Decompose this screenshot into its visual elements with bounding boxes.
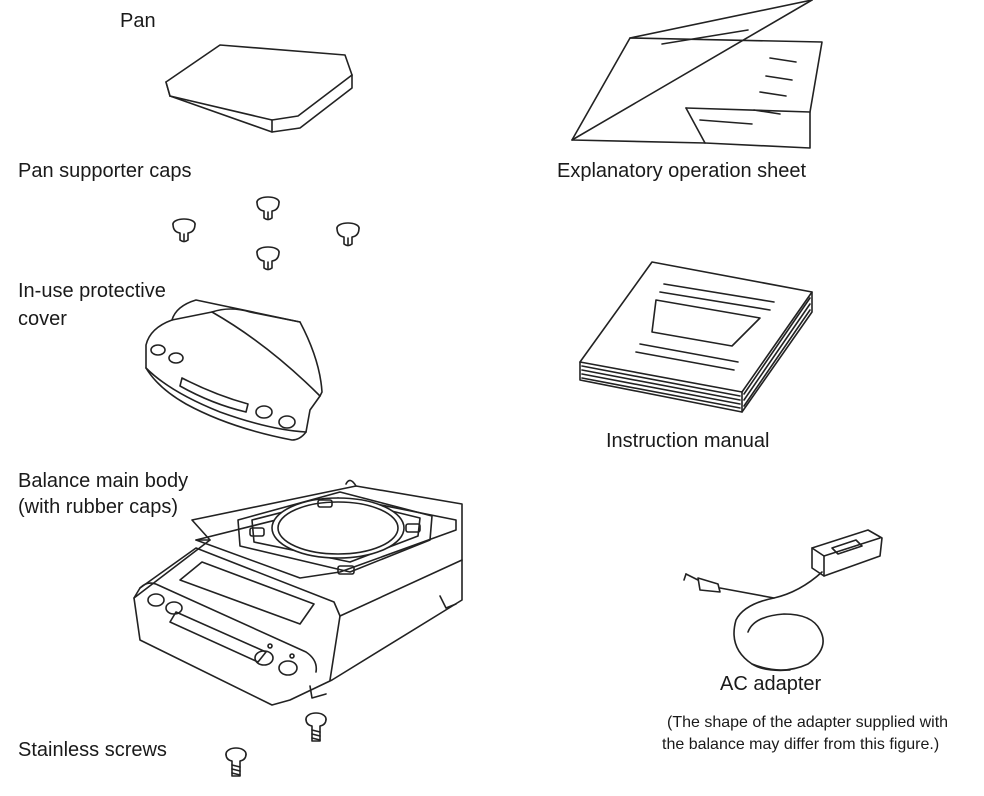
pan-supporter-cap bbox=[337, 223, 359, 246]
pan-illustration bbox=[166, 45, 352, 132]
stainless-screw bbox=[306, 713, 326, 741]
stainless-screws-label: Stainless screws bbox=[18, 739, 167, 761]
operation-sheet-illustration bbox=[572, 0, 822, 148]
stainless-screws-illustration bbox=[226, 713, 326, 776]
protective-cover-label-line2: cover bbox=[18, 308, 67, 330]
instruction-manual-illustration bbox=[580, 262, 812, 412]
instruction-manual-label: Instruction manual bbox=[606, 430, 770, 452]
balance-main-body-illustration bbox=[134, 480, 462, 705]
protective-cover-illustration bbox=[146, 300, 322, 440]
adapter-note-line1: (The shape of the adapter supplied with bbox=[667, 714, 949, 731]
main-body-label-line1: Balance main body bbox=[18, 470, 189, 492]
pan-supporter-caps-illustration bbox=[173, 197, 359, 270]
pan-supporter-cap bbox=[173, 219, 195, 242]
stainless-screw bbox=[226, 748, 246, 776]
pan-supporter-cap bbox=[257, 197, 279, 220]
protective-cover-label-line1: In-use protective bbox=[18, 280, 166, 302]
pan-supporter-cap bbox=[257, 247, 279, 270]
pan-label: Pan bbox=[120, 10, 156, 32]
pan-supporter-caps-label: Pan supporter caps bbox=[18, 160, 192, 182]
operation-sheet-label: Explanatory operation sheet bbox=[557, 160, 807, 182]
ac-adapter-illustration bbox=[684, 530, 882, 670]
main-body-label-line2: (with rubber caps) bbox=[18, 496, 179, 518]
ac-adapter-label: AC adapter bbox=[720, 673, 822, 695]
adapter-note-line2: the balance may differ from this figure.… bbox=[662, 736, 940, 753]
